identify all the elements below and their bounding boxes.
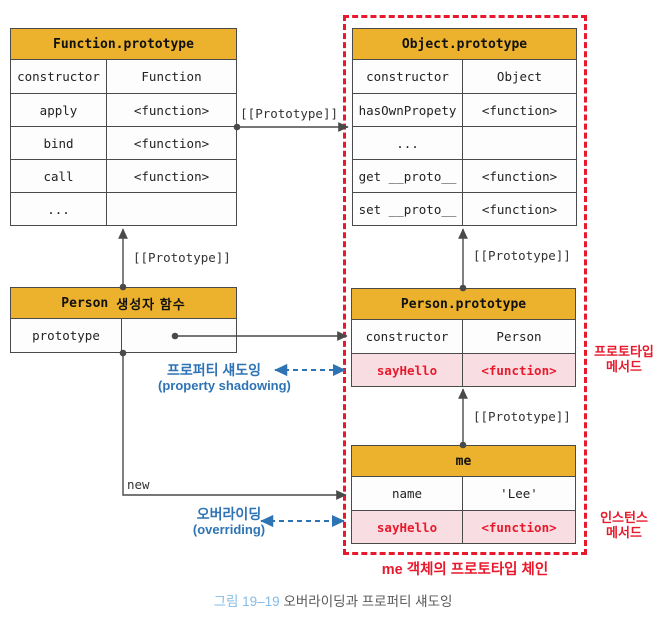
table-row: apply <function> [11,93,236,126]
property-key: ... [11,193,107,225]
property-value: 'Lee' [500,486,538,501]
table-row: set __proto__ <function> [353,192,576,225]
property-key: constructor [11,60,107,93]
property-value: <function> [133,168,210,184]
me-object-title: me [352,446,575,477]
property-value [122,319,236,352]
table-row: bind <function> [11,126,236,159]
prototype-method-label: 프로토타입 메서드 [586,344,662,374]
person-constructor-title: Person 생성자 함수 [11,288,236,319]
prototype-link-label-left: [[Prototype]] [133,250,231,265]
property-key: sayHello [352,354,463,386]
property-key: ... [353,127,463,159]
overriding-method-row: sayHello <function> [352,510,575,543]
function-prototype-title: Function.prototype [11,29,236,60]
me-object-table: me name 'Lee' sayHello <function> [351,445,576,544]
property-key: constructor [353,60,463,93]
function-prototype-table: Function.prototype constructor Function … [10,28,237,226]
table-row: hasOwnPropety <function> [353,93,576,126]
figure-number: 그림 19–19 [213,594,280,609]
table-row: get __proto__ <function> [353,159,576,192]
property-key: call [11,160,107,192]
property-value [463,127,576,159]
overriding-english: (overriding) [192,522,266,537]
prototype-method-line2: 메서드 [606,359,642,374]
table-row: constructor Person [352,320,575,353]
property-key: constructor [352,320,463,353]
prototype-chain-caption: me 객체의 프로토타입 체인 [381,562,549,578]
property-value: <function> [481,168,558,184]
prototype-chain-boundary [343,15,587,555]
overriding-label: 오버라이딩 (overriding) [169,506,289,538]
table-row: constructor Function [11,60,236,93]
property-value [107,193,236,225]
figure-caption: 그림 19–19 오버라이딩과 프로퍼티 섀도잉 [0,590,666,610]
figure-title: 오버라이딩과 프로퍼티 섀도잉 [283,594,453,609]
property-key: sayHello [352,511,463,543]
property-key: get __proto__ [353,160,463,192]
property-key: set __proto__ [353,193,463,225]
overriding-korean: 오버라이딩 [196,506,262,522]
property-key: apply [11,94,107,126]
person-constructor-table: Person 생성자 함수 prototype [10,287,237,353]
property-value: <function> [481,362,557,378]
property-shadowing-korean: 프로퍼티 섀도잉 [166,362,262,378]
prototype-link-label-top: [[Prototype]] [240,106,338,121]
instance-method-line1: 인스턴스 [600,510,648,525]
property-value: Object [496,69,543,84]
new-keyword-label: new [127,477,150,492]
property-value: <function> [481,102,558,118]
property-value: <function> [481,519,557,535]
person-constructor-title-korean: 생성자 함수 [116,296,186,312]
table-row: constructor Object [353,60,576,93]
object-prototype-title: Object.prototype [353,29,576,60]
property-shadowing-english: (property shadowing) [158,378,291,393]
prototype-method-line1: 프로토타입 [594,344,654,359]
person-prototype-table: Person.prototype constructor Person sayH… [351,288,576,387]
shadowed-method-row: sayHello <function> [352,353,575,386]
property-key: prototype [11,319,122,352]
property-value: Person [496,329,542,344]
prototype-link-label-right: [[Prototype]] [473,248,571,263]
table-row: ... [11,192,236,225]
table-row: call <function> [11,159,236,192]
prototype-link-label-me: [[Prototype]] [473,409,571,424]
property-key: name [352,477,463,510]
property-value: <function> [133,135,210,151]
property-key: hasOwnPropety [353,94,463,126]
table-row: name 'Lee' [352,477,575,510]
instance-method-line2: 메서드 [606,525,642,540]
table-row: ... [353,126,576,159]
table-row: prototype [11,319,236,352]
instance-method-label: 인스턴스 메서드 [586,510,662,540]
property-key: bind [11,127,107,159]
person-constructor-title-code: Person [61,295,109,311]
person-prototype-title: Person.prototype [352,289,575,320]
property-value: Function [141,69,202,84]
property-value: <function> [133,102,210,118]
property-shadowing-label: 프로퍼티 섀도잉 (property shadowing) [158,362,291,394]
property-value: <function> [481,201,558,217]
object-prototype-table: Object.prototype constructor Object hasO… [352,28,577,226]
